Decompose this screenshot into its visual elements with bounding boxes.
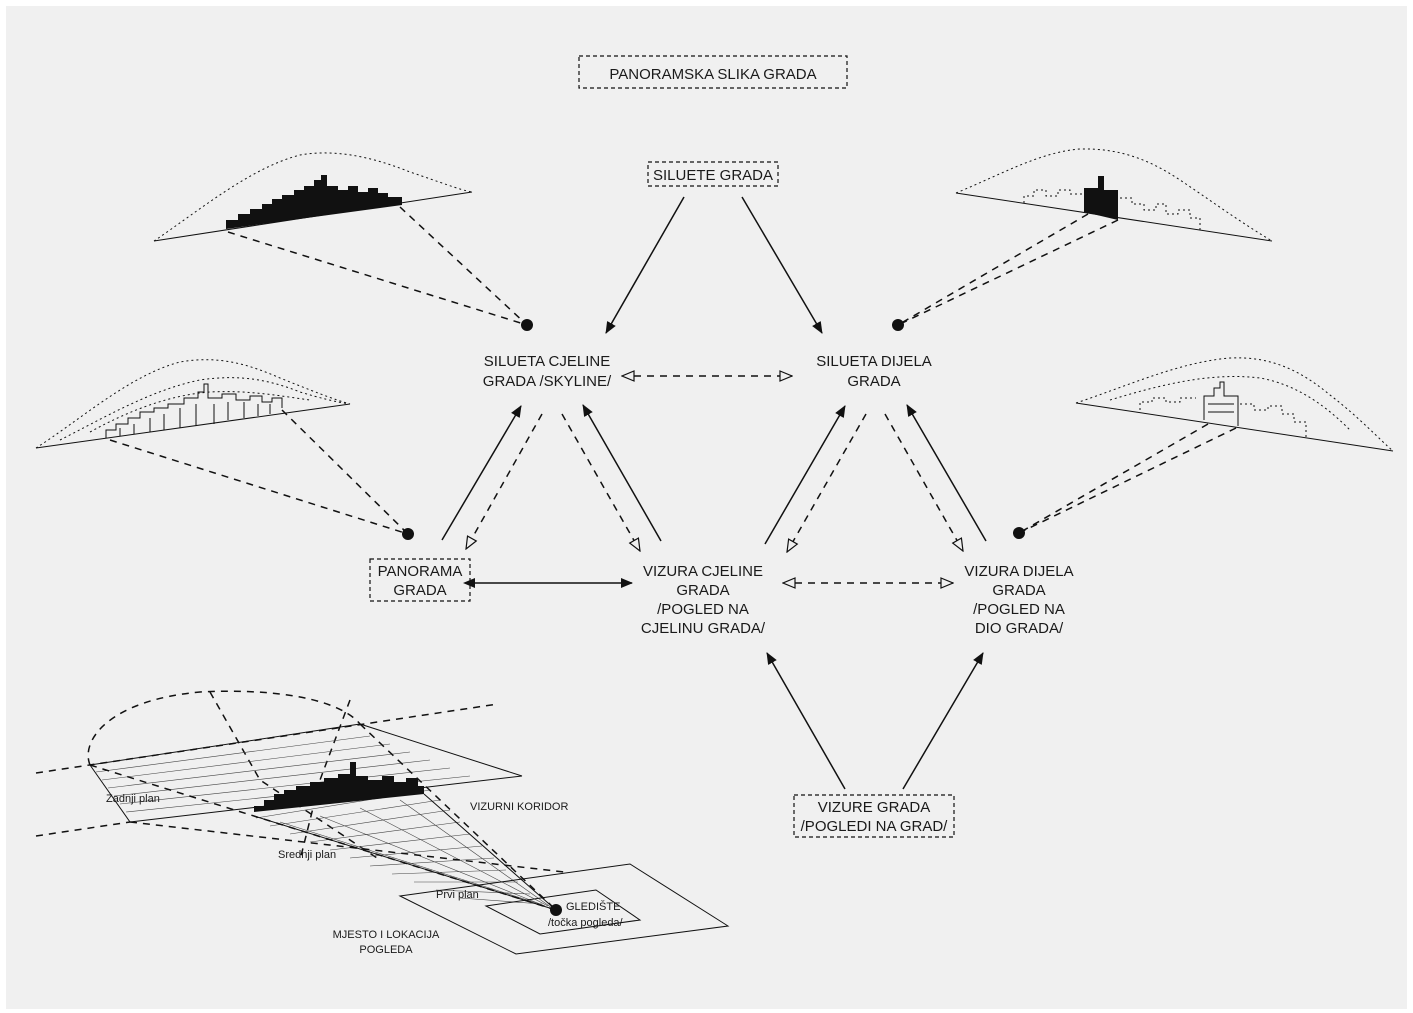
node-silueta-dijela: SILUETA DIJELA GRADA xyxy=(816,353,932,390)
vizura-cjeline-line2: GRADA xyxy=(676,582,729,599)
label-tocka-pogleda: /točka pogleda/ xyxy=(548,917,624,929)
diagram-background xyxy=(6,6,1407,1009)
illustration-panorama xyxy=(35,359,414,540)
vizura-dijela-line4: DIO GRADA/ xyxy=(975,620,1064,637)
silueta-dijela-line2: GRADA xyxy=(847,373,900,390)
arrow-vizure-to-dijela xyxy=(902,652,984,790)
vizura-dijela-line1: VIZURA DIJELA xyxy=(964,563,1073,580)
node-vizura-dijela: VIZURA DIJELA GRADA /POGLED NA DIO GRADA… xyxy=(964,563,1073,637)
vizure-grada-line1: VIZURE GRADA xyxy=(818,799,931,816)
panorama-line1: PANORAMA xyxy=(378,563,463,580)
arrow-dijela-down-right xyxy=(884,413,963,551)
vizura-cjeline-line1: VIZURA CJELINE xyxy=(643,563,763,580)
vizure-grada-line2: /POGLEDI NA GRAD/ xyxy=(801,818,949,835)
illustration-skyline-whole xyxy=(153,152,533,331)
node-panorama: PANORAMA GRADA xyxy=(369,558,471,602)
arrow-cjeline-down-right xyxy=(561,413,640,551)
vizura-dijela-line2: GRADA xyxy=(992,582,1045,599)
label-mjesto-lokacija: MJESTO I LOKACIJA xyxy=(333,929,440,941)
illustration-part-view xyxy=(1013,357,1394,539)
label-pogleda: POGLEDA xyxy=(359,944,413,956)
siluete-grada-label: SILUETE GRADA xyxy=(653,167,773,184)
label-srednji-plan: Srednji plan xyxy=(278,849,336,861)
arrow-vizura-cjeline-to-dijela xyxy=(764,405,846,545)
title-text: PANORAMSKA SLIKA GRADA xyxy=(609,66,816,83)
arrow-vizura-cjeline-up xyxy=(582,404,662,542)
silueta-cjeline-line1: SILUETA CJELINE xyxy=(484,353,610,370)
label-prvi-plan: Prvi plan xyxy=(436,889,479,901)
label-zadnji-plan: Zadnji plan xyxy=(106,793,160,805)
arrow-siluete-to-cjeline xyxy=(605,196,685,334)
node-vizura-cjeline: VIZURA CJELINE GRADA /POGLED NA CJELINU … xyxy=(641,563,766,637)
label-glediste: GLEDIŠTE xyxy=(566,900,620,913)
arrow-vizure-to-cjeline xyxy=(766,652,846,790)
illustration-skyline-part xyxy=(892,148,1273,331)
vizura-dijela-line3: /POGLED NA xyxy=(973,601,1065,618)
arrow-siluete-to-dijela xyxy=(741,196,823,334)
arrows xyxy=(441,196,987,790)
panorama-line2: GRADA xyxy=(393,582,446,599)
node-silueta-cjeline: SILUETA CJELINE GRADA /SKYLINE/ xyxy=(483,353,612,390)
arrow-panorama-up xyxy=(441,405,522,541)
vizura-cjeline-line3: /POGLED NA xyxy=(657,601,749,618)
illustration-perspective: Zadnji plan Srednji plan Prvi plan VIZUR… xyxy=(35,690,730,956)
vizura-cjeline-line4: CJELINU GRADA/ xyxy=(641,620,766,637)
arrow-dijela-down-left xyxy=(787,413,867,552)
label-vizurni-koridor: VIZURNI KORIDOR xyxy=(470,801,568,813)
silueta-dijela-line1: SILUETA DIJELA xyxy=(816,353,932,370)
silueta-cjeline-line2: GRADA /SKYLINE/ xyxy=(483,373,612,390)
title-box: PANORAMSKA SLIKA GRADA xyxy=(578,55,848,89)
siluete-grada-box: SILUETE GRADA xyxy=(647,161,779,187)
node-vizure-grada: VIZURE GRADA /POGLEDI NA GRAD/ xyxy=(793,794,955,838)
arrow-vizura-dijela-up xyxy=(906,404,987,542)
